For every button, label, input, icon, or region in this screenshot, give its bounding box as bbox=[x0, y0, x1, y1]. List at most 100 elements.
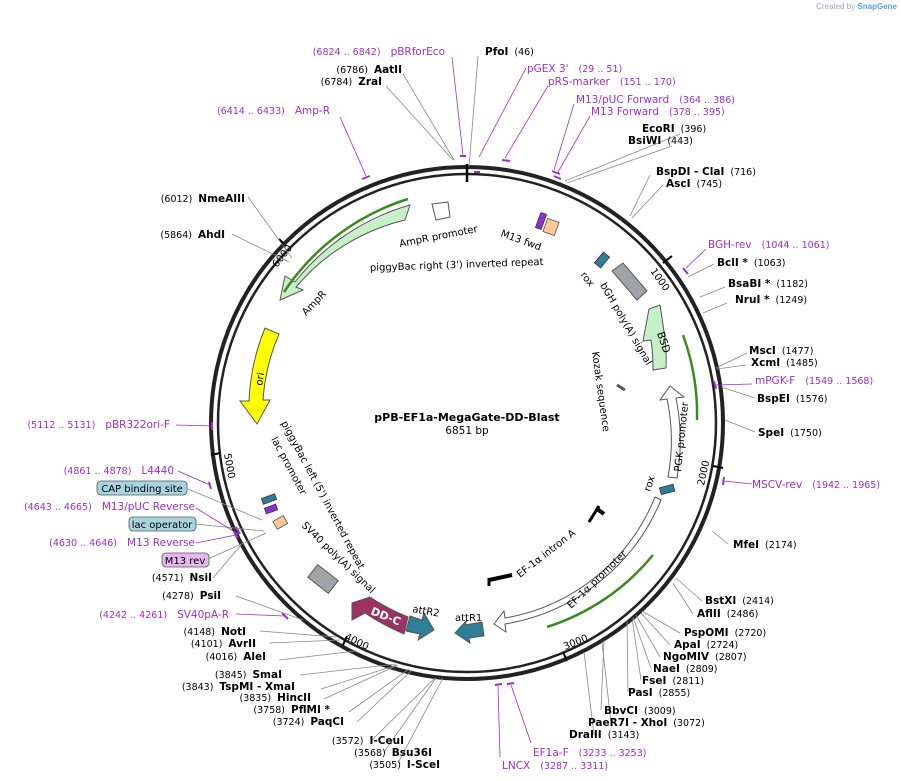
ef1a-green-line bbox=[546, 554, 654, 629]
position-ticks: 1000 2000 3000 4000 5000 6000 bbox=[210, 238, 724, 662]
primer-mpgk-f: mPGK-F(1549 .. 1568) bbox=[755, 375, 873, 387]
site-bspdi-clai: BspDI - ClaI(716) bbox=[656, 166, 756, 178]
primer-lncx: LNCX(3287 .. 3311) bbox=[502, 760, 608, 772]
pgk-promoter-arrow[interactable] bbox=[658, 385, 686, 479]
snapgene-logo: SnapGene bbox=[857, 2, 897, 11]
kozak-mark bbox=[616, 383, 626, 392]
tick-label-5000: 5000 bbox=[221, 453, 236, 480]
site-bsiwi: BsiWI(443) bbox=[628, 135, 693, 147]
site-nsii: (4571)NsiI bbox=[152, 572, 212, 584]
primer-l4440: (4861 .. 4878)L4440 bbox=[64, 465, 174, 477]
site-ecori: EcoRI(396) bbox=[642, 123, 706, 135]
site-bbvci: BbvCI(3009) bbox=[604, 705, 676, 717]
attr1-label: attR1 bbox=[455, 613, 482, 624]
ef1a-intron-end-b bbox=[587, 505, 601, 523]
rox-feature-1[interactable] bbox=[593, 251, 611, 269]
site-bsu36i: (3568)Bsu36I bbox=[354, 747, 432, 759]
bgh-polya-feature[interactable] bbox=[611, 262, 648, 301]
ori-feature-arrow[interactable] bbox=[239, 327, 280, 425]
site-aflii: AflII(2486) bbox=[697, 608, 758, 620]
primer-amp-r: (6414 .. 6433)Amp-R bbox=[217, 105, 330, 117]
site-apai: ApaI(2724) bbox=[674, 639, 738, 651]
site-bstxi: BstXI(2414) bbox=[705, 595, 774, 607]
boxed-feature-lac-operator[interactable]: lac operator bbox=[128, 516, 197, 532]
primer-m13-reverse: (4630 .. 4646)M13 Reverse bbox=[49, 537, 195, 549]
primer-m13puc-forward: M13/pUC Forward(364 .. 386) bbox=[576, 94, 735, 106]
plasmid-length: 6851 bp bbox=[445, 425, 489, 437]
primer-bgh-rev: BGH-rev(1044 .. 1061) bbox=[708, 239, 829, 251]
primer-pbrforeco: (6824 .. 6842)pBRforEco bbox=[313, 46, 445, 58]
site-labels: PfoI(46) (6786)AatII (6784)ZraI EcoRI(39… bbox=[152, 46, 828, 771]
ampr-promoter-arrow[interactable] bbox=[431, 201, 451, 221]
site-noti: (4148)NotI bbox=[183, 626, 246, 638]
ampr-feature-arrow[interactable] bbox=[279, 204, 411, 301]
site-mfei: MfeI(2174) bbox=[733, 539, 797, 551]
ef1a-promoter-label: EF-1α promoter bbox=[565, 548, 630, 611]
primer-labels: (6824 .. 6842)pBRforEco pGEX 3'(29 .. 51… bbox=[24, 46, 880, 772]
attr2-label: attR2 bbox=[411, 604, 440, 620]
kozak-label: Kozak sequence bbox=[589, 351, 611, 432]
primer-ef1a-f: EF1a-F(3233 .. 3253) bbox=[533, 747, 646, 759]
site-bcli: BclI *(1063) bbox=[717, 257, 785, 269]
pgk-green-line bbox=[681, 334, 699, 421]
ef1a-intron-end-d bbox=[488, 573, 513, 582]
ori-label: ori bbox=[254, 372, 267, 387]
site-fsei: FseI(2811) bbox=[642, 675, 704, 687]
site-draiii: DraIII(3143) bbox=[569, 729, 639, 741]
lac-promoter-feature[interactable] bbox=[272, 514, 289, 530]
tick-label-2000: 2000 bbox=[696, 459, 712, 486]
connector-lines bbox=[187, 55, 756, 764]
primer-pbr322ori-f: (5112 .. 5131)pBR322ori-F bbox=[27, 419, 170, 431]
svg-text:M13 rev: M13 rev bbox=[165, 556, 206, 567]
plasmid-name: pPB-EF1a-MegaGate-DD-Blast bbox=[374, 411, 559, 424]
sv40-polya-feature[interactable] bbox=[307, 563, 339, 595]
site-zrai: (6784)ZraI bbox=[321, 76, 382, 88]
ampr-green-line bbox=[282, 197, 409, 293]
pb-right-feature[interactable] bbox=[542, 217, 560, 237]
lac-operator-feature[interactable] bbox=[263, 503, 279, 515]
m13-fwd-feature[interactable] bbox=[534, 211, 548, 231]
ef1a-intron-label: EF-1α intron A bbox=[515, 528, 578, 581]
site-ngomiv: NgoMIV(2807) bbox=[663, 651, 747, 663]
rox-feature-2[interactable] bbox=[658, 483, 676, 496]
site-tspmi-xmai: (3843)TspMI - XmaI bbox=[182, 681, 295, 693]
bsd-feature-arrow[interactable] bbox=[642, 304, 667, 371]
primer-sv40pa-r: (4242 .. 4261)SV40pA-R bbox=[99, 609, 229, 621]
site-naei: NaeI(2809) bbox=[653, 663, 718, 675]
credit-text: Created by SnapGene bbox=[816, 2, 897, 11]
site-nmeaiii: (6012)NmeAIII bbox=[161, 193, 245, 205]
site-pflmi: (3758)PflMI * bbox=[253, 704, 330, 716]
site-msci: MscI(1477) bbox=[749, 345, 813, 357]
site-alei: (4016)AleI bbox=[206, 651, 266, 663]
site-ahdi: (5864)AhdI bbox=[160, 229, 225, 241]
tick-label-1000: 1000 bbox=[648, 266, 672, 293]
dd-c-feature-arrow[interactable] bbox=[351, 596, 409, 635]
site-nrui: NruI *(1249) bbox=[735, 294, 807, 306]
rox-label-1: rox bbox=[578, 270, 596, 289]
site-pasi: PasI(2855) bbox=[628, 687, 690, 699]
pb-left-feature[interactable] bbox=[260, 493, 278, 505]
pb-right-label: piggyBac right (3') inverted repeat bbox=[370, 257, 544, 274]
primer-prs-marker: pRS-marker(151 .. 170) bbox=[548, 76, 676, 88]
primer-connectors bbox=[175, 56, 753, 758]
svg-text:lac operator: lac operator bbox=[132, 520, 193, 531]
site-paqci: (3724)PaqCI bbox=[273, 716, 344, 728]
primer-pgex3: pGEX 3'(29 .. 51) bbox=[527, 63, 622, 75]
site-bsabi: BsaBI *(1182) bbox=[728, 278, 808, 290]
attr2-feature-arrow[interactable] bbox=[405, 611, 435, 642]
boxed-feature-cap[interactable]: CAP binding site bbox=[96, 480, 188, 496]
ef1a-promoter-arrow[interactable] bbox=[493, 496, 662, 634]
boxed-feature-m13-rev[interactable]: M13 rev bbox=[161, 552, 210, 568]
attr1-feature-arrow[interactable] bbox=[454, 619, 485, 645]
primer-mscv-rev: MSCV-rev(1942 .. 1965) bbox=[752, 479, 880, 491]
site-avrii: (4101)AvrII bbox=[191, 638, 256, 650]
ampr-promoter-label: AmpR promoter bbox=[398, 224, 479, 250]
site-psppomi: PspOMI(2720) bbox=[684, 627, 766, 639]
site-i-scei: (3505)I-SceI bbox=[369, 759, 440, 771]
m13-fwd-label: M13 fwd bbox=[499, 228, 543, 253]
site-spei: SpeI(1750) bbox=[758, 427, 822, 439]
site-aatii: (6786)AatII bbox=[336, 64, 402, 76]
primer-m13puc-reverse: (4643 .. 4665)M13/pUC Reverse bbox=[24, 501, 195, 513]
site-asci: AscI(745) bbox=[666, 178, 722, 190]
rox-label-2: rox bbox=[642, 475, 657, 493]
